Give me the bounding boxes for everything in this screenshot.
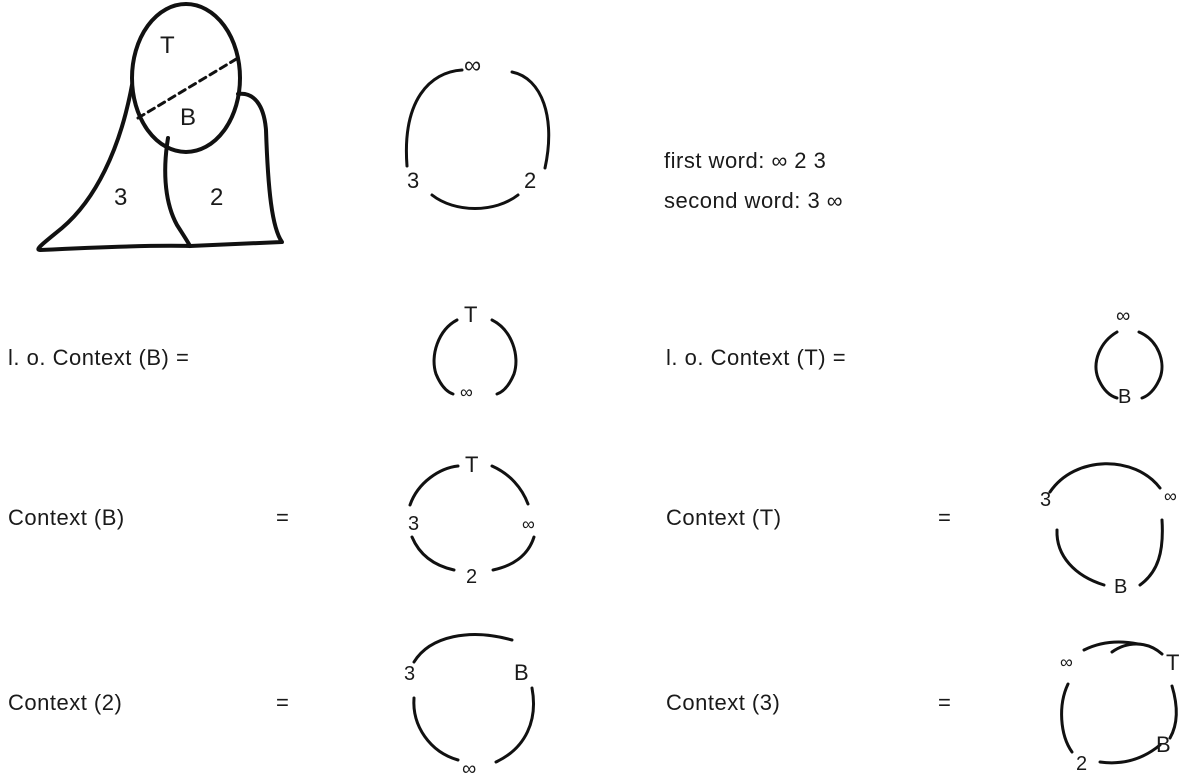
context-t-label: Context (T) — [666, 505, 782, 530]
ctx-t-arc-bottomright — [1138, 518, 1164, 587]
ctx-b-arc-bottomright — [491, 535, 536, 572]
second-word-text: second word: 3 ∞ — [664, 188, 843, 213]
context-t-equals: = — [938, 505, 952, 530]
main-circle-arc-bottom — [430, 193, 520, 210]
context-3-equals: = — [938, 690, 952, 715]
region-2-label: 2 — [210, 184, 223, 211]
ctx-3-arc-top — [1110, 642, 1164, 656]
main-circle-left-label: 3 — [407, 168, 419, 193]
ctx-2-arc-left — [412, 696, 460, 762]
ctx-2-arc-top — [412, 633, 514, 664]
lo-context-b-label: l. o. Context (B) = — [8, 345, 190, 370]
lo-b-arc-left — [432, 318, 459, 396]
lo-t-top-label: ∞ — [1116, 305, 1130, 327]
ctx-t-bottom-label: B — [1114, 576, 1127, 598]
context-2-circle: 3 B ∞ — [404, 633, 535, 780]
ctx-t-arc-top — [1048, 462, 1162, 494]
main-circle-arc-right — [510, 70, 551, 170]
dashed-divider-t-b — [136, 56, 240, 120]
ctx-2-bottom-label: ∞ — [462, 758, 476, 780]
ctx-t-left-label: 3 — [1040, 489, 1051, 511]
region-t-label: T — [160, 32, 175, 59]
main-circle-top-label: ∞ — [464, 52, 481, 79]
first-word-text: first word: ∞ 2 3 — [664, 148, 827, 173]
ctx-3-topleft-label: ∞ — [1060, 652, 1073, 672]
ctx-b-bottom-label: 2 — [466, 566, 477, 588]
ctx-b-top-label: T — [465, 452, 478, 477]
ctx-b-left-label: 3 — [408, 513, 419, 535]
ctx-2-right-label: B — [514, 660, 529, 685]
ctx-t-right-label: ∞ — [1164, 486, 1177, 506]
context-2-label: Context (2) — [8, 690, 123, 715]
ctx-2-arc-right — [494, 686, 535, 764]
ctx-b-arc-topleft — [408, 464, 460, 507]
ctx-3-arc-bottom — [1098, 743, 1162, 765]
lo-t-arc-left — [1094, 330, 1119, 400]
ctx-b-right-label: ∞ — [522, 514, 535, 534]
ctx-b-arc-topright — [490, 464, 530, 506]
region-map: T B 3 2 — [36, 2, 284, 252]
region-3-label: 3 — [114, 184, 127, 211]
main-circle-arc-left — [404, 68, 464, 168]
ctx-3-topright-label: T — [1166, 650, 1179, 675]
region-2-outline — [188, 91, 284, 248]
lo-context-t-label: l. o. Context (T) = — [666, 345, 847, 370]
lo-b-bottom-label: ∞ — [460, 382, 473, 402]
context-3-label: Context (3) — [666, 690, 781, 715]
ctx-3-bottomleft-label: 2 — [1076, 753, 1087, 775]
divider-3-2 — [163, 136, 192, 248]
context-b-label: Context (B) — [8, 505, 125, 530]
top-ellipse-region — [130, 2, 242, 154]
region-3-outline — [36, 83, 192, 252]
lo-b-top-label: T — [464, 302, 477, 327]
context-t-circle: 3 ∞ B — [1040, 462, 1177, 598]
ctx-3-arc-left — [1060, 682, 1074, 754]
ctx-t-arc-bottomleft — [1055, 528, 1106, 587]
context-2-equals: = — [276, 690, 290, 715]
lo-context-b-circle: T ∞ — [432, 302, 518, 402]
lo-t-arc-right — [1137, 330, 1164, 400]
context-3-circle: ∞ T 2 B — [1060, 640, 1179, 775]
main-circle-right-label: 2 — [524, 168, 536, 193]
lo-context-t-circle: ∞ B — [1094, 305, 1164, 408]
ctx-3-bottomright-label: B — [1156, 732, 1171, 757]
main-word-circle: ∞ 3 2 — [404, 52, 551, 210]
lo-t-bottom-label: B — [1118, 386, 1131, 408]
region-b-label: B — [180, 104, 196, 131]
context-b-circle: T 3 ∞ 2 — [408, 452, 536, 588]
context-b-equals: = — [276, 505, 290, 530]
ctx-2-left-label: 3 — [404, 663, 415, 685]
lo-b-arc-right — [490, 318, 518, 396]
ctx-b-arc-bottomleft — [410, 535, 456, 572]
ctx-3-arc-right — [1168, 684, 1178, 740]
